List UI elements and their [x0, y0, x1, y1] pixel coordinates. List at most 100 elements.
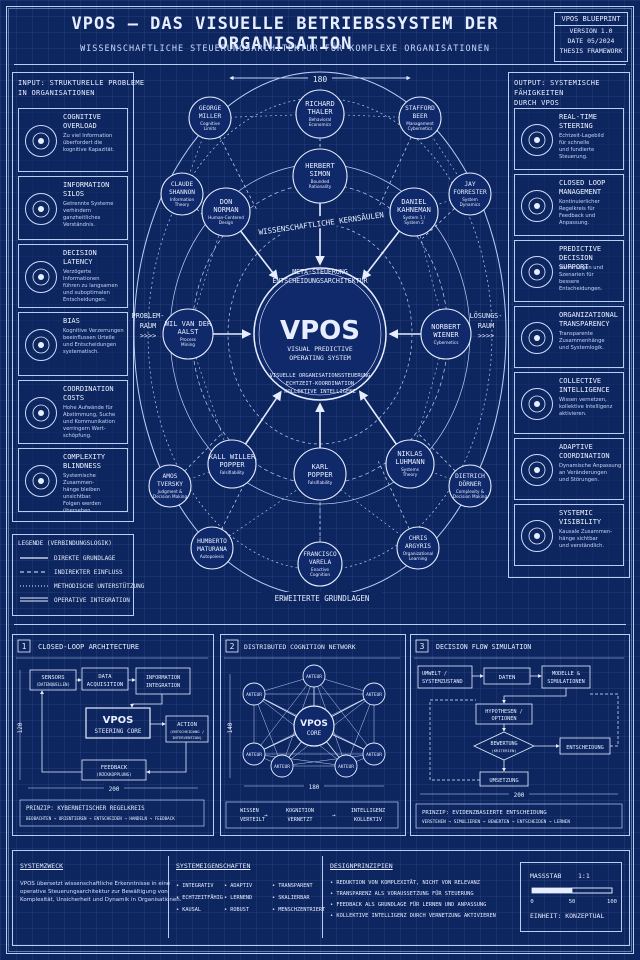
scientist-nodes: RICHARDTHALERBehavioralEconomicsGEORGEMI… — [148, 89, 492, 587]
scientist-name-1: KALL WILLER — [209, 453, 256, 461]
footer-design-list: • REDUKTION VON KOMPLEXITÄT, NICHT VON R… — [330, 878, 496, 922]
outer-frame — [6, 6, 634, 954]
inner-frame — [8, 8, 632, 952]
item-desc-line: Folgen werden übersehen. — [63, 501, 102, 514]
item-desc-line: Vorhersagen und — [559, 265, 604, 271]
item-name-line1: COMPLEXITY — [63, 453, 106, 461]
panel1-action-2: (ENTSCHEIDUNG / — [170, 729, 204, 734]
core-link — [244, 390, 282, 445]
panel3-impl: UMSETZUNG — [489, 778, 518, 784]
people-icon — [521, 388, 553, 420]
scientist-name-1: DANIEL — [401, 198, 426, 206]
panel1-dim-v: 120 — [17, 722, 24, 733]
footer-design-3: • FEEDBACK ALS GRUNDLAGE FÜR LERNEN UND … — [330, 902, 487, 908]
item-name-line1: PREDICTIVE — [559, 245, 602, 253]
scientist-name-2: ARGYRIS — [405, 543, 431, 550]
item-name-line1: DECISION — [63, 249, 97, 257]
footer-eig-column: • TRANSPARENT• SKALIERBAR• MENSCHZENTRIE… — [272, 880, 325, 916]
actor-node — [362, 742, 386, 766]
item-name-line1: ORGANIZATIONAL — [559, 311, 619, 319]
hourglass-icon — [25, 261, 57, 293]
scientist-field-1: Autopoiesis — [200, 554, 224, 559]
item-desc-line: für schnelle — [559, 140, 590, 146]
blueprint-framework: THESIS FRAMEWORK — [559, 47, 623, 55]
item-desc-line: Getrennte Systeme — [63, 201, 114, 207]
item-desc-line: Abstimmung, Suche — [63, 412, 116, 418]
item-desc-line: Transparente — [559, 331, 593, 337]
scientist-name-2: AALST — [177, 328, 199, 336]
panel1-number: 1 — [22, 642, 27, 651]
footer-design-4: • KOLLEKTIVE INTELLIGENZ DURCH VERNETZUN… — [330, 913, 496, 919]
panel1-sensors-2: (DATENQUELLEN) — [36, 682, 70, 687]
footer-eig-item: • INTEGRATIV — [176, 883, 214, 889]
core-link — [361, 230, 400, 280]
cross-link — [181, 117, 211, 195]
item-desc-line: kognitive Kapazität. — [63, 147, 115, 153]
actor-label: AKTEUR — [306, 674, 322, 680]
item-name-line2: DECISION SUPPORT — [559, 254, 593, 271]
panel1-acquisition-1: DATA — [98, 674, 112, 680]
scientist-name-2: DÖRNER — [459, 479, 482, 488]
distributed-cognition-diagram: 2 DISTRIBUTED COGNITION NETWORK VPOS COR… — [224, 639, 400, 829]
panel2-core-1: VPOS — [300, 719, 328, 729]
input-item-name: BIAS — [63, 317, 80, 326]
scale-label: MASSSTAB — [530, 872, 561, 880]
scientist-name-2: NORMAN — [213, 206, 238, 214]
eye-icon — [521, 322, 553, 354]
scientist-name-2: POPPER — [219, 461, 245, 469]
outer-link — [377, 461, 410, 530]
decision-flow-diagram: 3 DECISION FLOW SIMULATION UMWELT / SYST… — [414, 639, 624, 829]
scientist-field-1: System — [462, 197, 478, 202]
item-desc-line: führen zu langsamen — [63, 283, 118, 289]
people-icon — [25, 397, 57, 429]
scientist-field-1: Falsifiability — [220, 470, 245, 475]
vpos-core-title: VPOS — [280, 316, 360, 346]
scientist-name-2: MILLER — [199, 113, 222, 120]
footer-zweck-line1: VPOS übersetzt wissenschaftliche Erkennt… — [20, 881, 171, 887]
item-desc-line: überfordert die — [63, 140, 103, 146]
panel1-dim-h: 200 — [109, 786, 120, 793]
scientist-field-2: Design — [219, 220, 234, 225]
scientist-field-2: Decision Making — [153, 494, 188, 499]
legend-item-operative: OPERATIVE INTEGRATION — [54, 597, 130, 604]
scientist-field-1: Human-Centered — [208, 215, 244, 220]
item-desc-line: Kognitive Verzerrungen — [63, 328, 124, 334]
diagram-dimension-top: 180 — [313, 75, 328, 84]
input-heading-line2: IN ORGANISATIONEN — [18, 89, 95, 97]
actor-node — [270, 754, 294, 778]
network-icon — [25, 465, 57, 497]
actor-node — [334, 754, 358, 778]
problem-space-label-2: RAUM — [140, 322, 156, 330]
item-name-line2: TRANSPARENCY — [559, 320, 610, 328]
actor-node — [302, 664, 326, 688]
scientist-name-2: TVERSKY — [157, 481, 183, 488]
panel3-principle: PRINZIP: EVIDENZBASIERTE ENTSCHEIDUNG — [422, 810, 547, 816]
scientist-node-circle — [160, 172, 204, 216]
gauge-icon — [521, 124, 553, 156]
problem-space-arrows: >>>> — [140, 332, 156, 340]
footer-eig-column: • INTEGRATIV• ECHTZEITFÄHIG• KAUSAL — [176, 880, 223, 916]
footer-eig-item: • ADAPTIV — [224, 883, 253, 889]
panel1-title: CLOSED-LOOP ARCHITECTURE — [38, 643, 139, 651]
scientist-field-1: Process — [180, 337, 196, 342]
scientist-field-2: Decision Making — [453, 494, 488, 499]
panel1-core-1: VPOS — [103, 715, 134, 726]
panel3-eval-1: BEWERTUNG — [490, 741, 517, 747]
ring-label-extended-foundations: ERWEITERTE GRUNDLAGEN — [275, 594, 370, 603]
panel2-core-2: CORE — [307, 730, 322, 737]
panel1-action-3: INTERVENTION) — [172, 735, 202, 740]
item-name-line2: VISIBILITY — [559, 518, 602, 526]
item-desc-line: an Veränderungen — [559, 470, 608, 476]
panel1-principle: PRINZIP: KYBERNETISCHER REGELKREIS — [26, 806, 145, 812]
footer-zweck-line2: operative Steuerungsarchitektur zur Bewä… — [20, 889, 168, 895]
brain-icon — [25, 125, 57, 157]
blueprint-label: VPOS BLUEPRINT — [555, 13, 627, 26]
core-link — [240, 230, 279, 280]
